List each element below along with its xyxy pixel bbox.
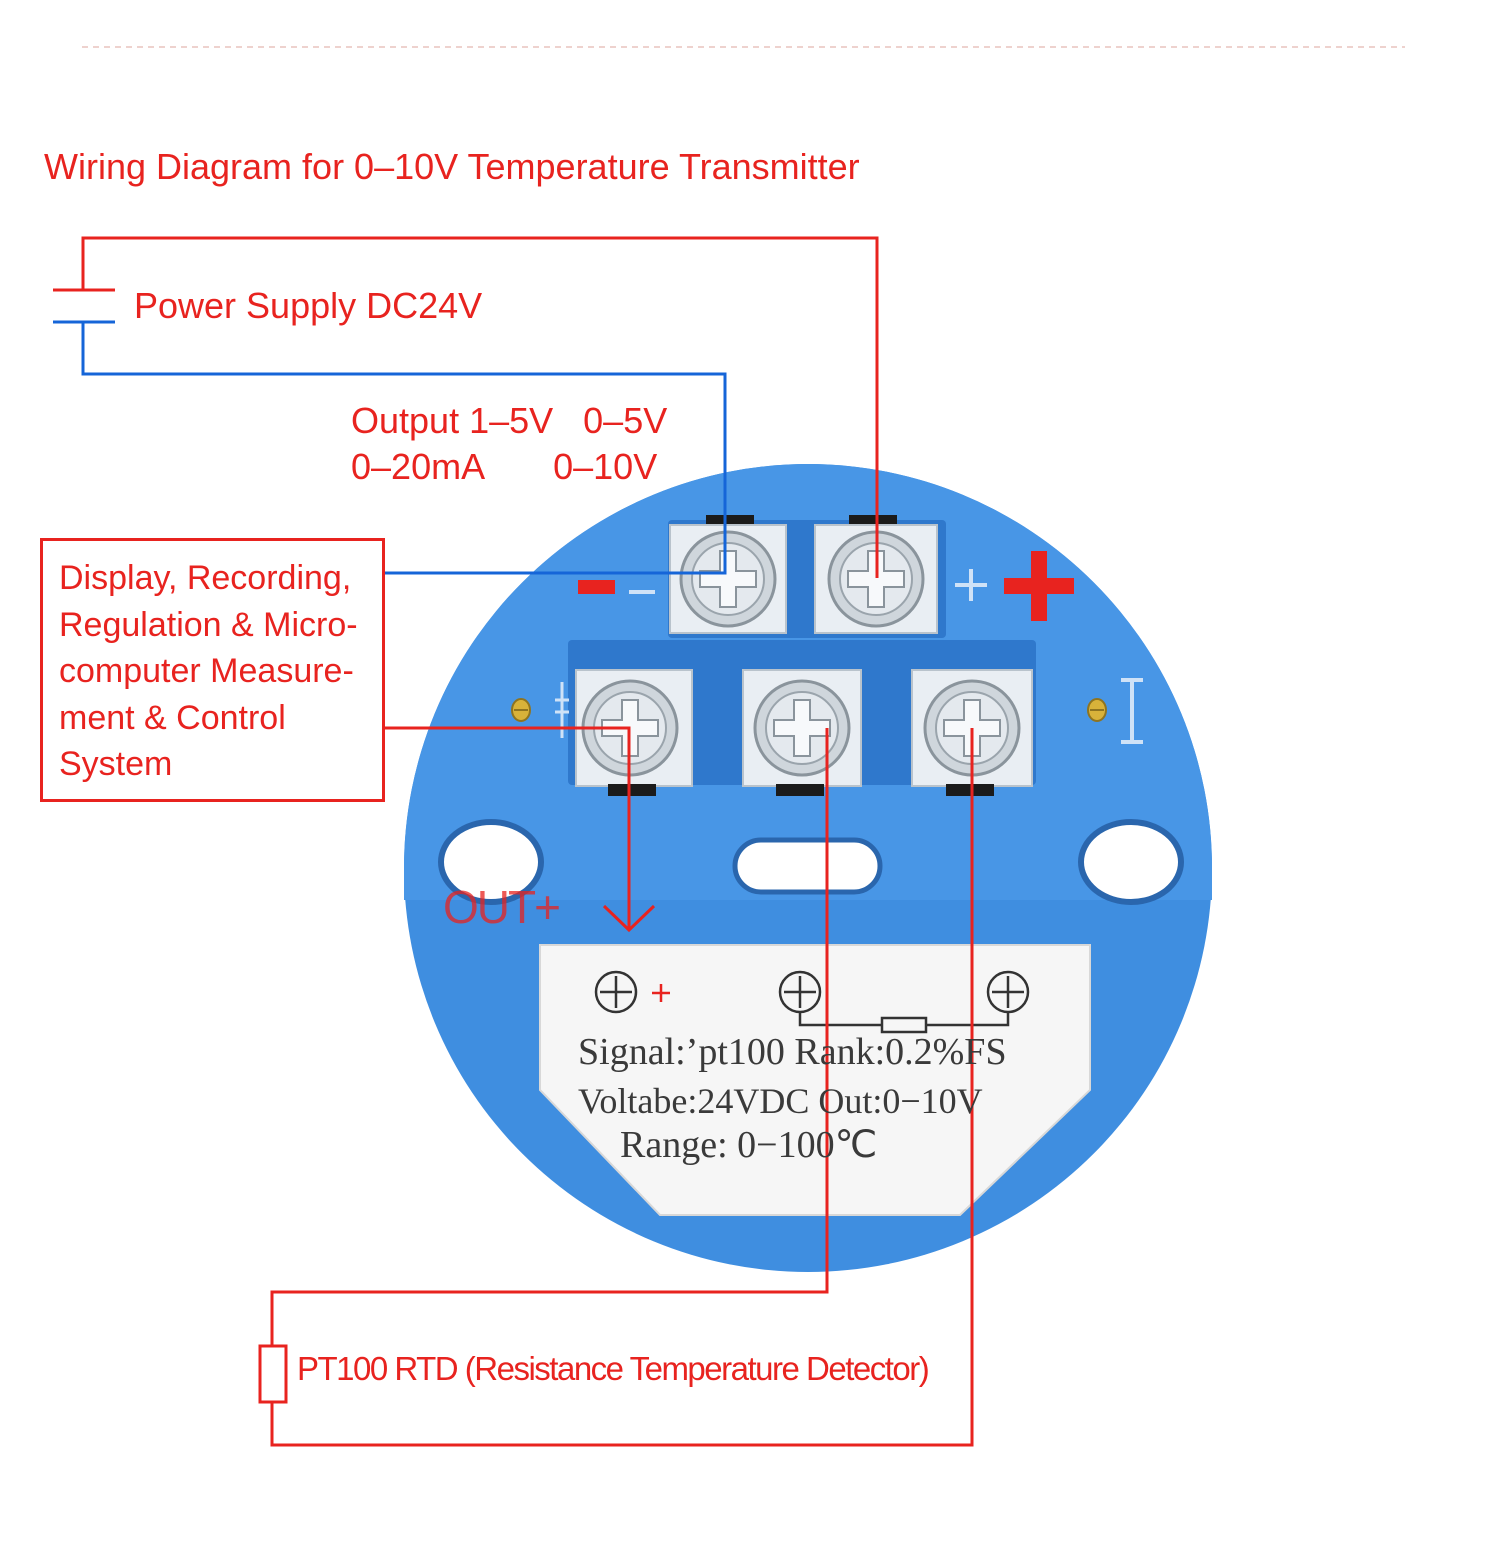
measurement-system-line: System: [59, 745, 173, 783]
terminal-negative[interactable]: [669, 515, 787, 634]
measurement-system-line: Regulation & Micro-: [59, 605, 358, 644]
wire-rtd-b: [270, 728, 974, 1447]
plate-resistor-symbol: [798, 1012, 1010, 1034]
wire-output-signal: [385, 726, 631, 928]
plate-voltage-line: Voltabe:24VDC Out:0−10V: [578, 1081, 983, 1121]
wire-rtd-a: [270, 728, 829, 1346]
plate-range-line: Range: 0−100℃: [620, 1124, 878, 1166]
label-plate: [539, 944, 1091, 1216]
plate-signal-line: Signal:’pt100 Rank:0.2%FS: [578, 1031, 1007, 1073]
current-i-icon: [1121, 678, 1143, 744]
terminal-out-plus[interactable]: [575, 669, 693, 796]
terminal-rtd-a[interactable]: [742, 669, 862, 796]
plate-plus-icon: [652, 984, 670, 1002]
engraved-plus-icon: [955, 569, 987, 601]
terminal-positive[interactable]: [814, 515, 938, 634]
measurement-system-box: Display, Recording, Regulation & Micro- …: [40, 538, 385, 802]
wire-negative-supply: [81, 322, 727, 575]
wire-positive-supply: [81, 236, 879, 578]
output-options-line-1: Output 1–5V 0–5V: [351, 400, 668, 441]
output-options-line-2: 0–20mA 0–10V: [351, 446, 658, 487]
output-arrow-icon: [602, 904, 656, 933]
power-supply-label: Power Supply DC24V: [134, 285, 483, 326]
out-plus-marker: OUT+: [443, 881, 561, 933]
rtd-sensor-label: PT100 RTD (Resistance Temperature Detect…: [297, 1350, 930, 1387]
battery-symbol-icon: [53, 288, 115, 324]
rtd-resistor-symbol: [258, 1344, 288, 1404]
measurement-system-line: computer Measure-: [59, 652, 354, 690]
terminal-rtd-b[interactable]: [911, 669, 1033, 796]
negative-polarity-icon: [578, 580, 615, 594]
positive-polarity-icon: [1004, 551, 1074, 621]
measurement-system-line: Display, Recording,: [59, 559, 352, 597]
diagram-title: Wiring Diagram for 0–10V Temperature Tra…: [44, 146, 860, 187]
measurement-system-line: ment & Control: [59, 698, 286, 737]
